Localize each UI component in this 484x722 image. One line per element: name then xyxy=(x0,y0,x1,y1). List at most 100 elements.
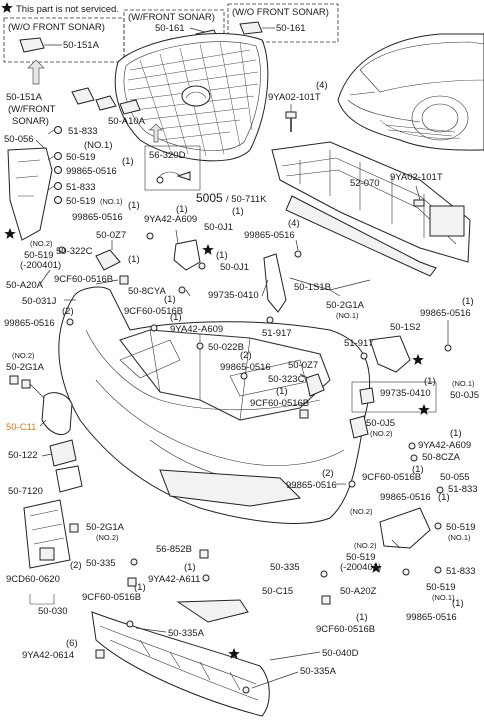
clip xyxy=(69,523,79,533)
label-50-A10A: 50-A10A xyxy=(108,116,146,127)
label-50-8CYA: 50-8CYA xyxy=(128,286,167,297)
label-qty-1: (1) xyxy=(134,582,146,593)
clip xyxy=(178,286,186,294)
star-icon xyxy=(412,354,424,365)
box-wo-front-sonar-right: (W/O FRONT SONAR) 50-161 xyxy=(227,3,339,43)
label-50-2G1A: 50-2G1A xyxy=(6,362,45,373)
label-9CF60-0516B: 9CF60-0516B xyxy=(124,306,183,317)
center-bracket xyxy=(173,239,201,271)
bolt xyxy=(285,104,297,132)
bolt xyxy=(150,324,158,332)
label-99735-0410: 99735-0410 xyxy=(380,388,431,399)
label-qty-1: (1) xyxy=(452,598,464,609)
nut xyxy=(54,182,62,190)
label-50-323C: 50-323C xyxy=(268,374,305,385)
label-50-0J5: 50-0J5 xyxy=(450,390,479,401)
bolt xyxy=(119,275,129,285)
fog-bracket xyxy=(49,439,77,467)
label-50-322C: 50-322C xyxy=(56,246,93,257)
fog-lamp xyxy=(55,465,83,493)
label-51-917: 51-917 xyxy=(262,328,292,339)
label-50-519: 50-519 xyxy=(346,552,376,563)
star-icon xyxy=(370,562,382,573)
label-200401: (-200401) xyxy=(340,562,381,573)
nut xyxy=(436,486,444,494)
nut xyxy=(54,126,62,134)
label-no1: (NO.1) xyxy=(448,533,471,542)
label-qty-1: (1) xyxy=(232,206,244,217)
label-99865-0516: 99865-0516 xyxy=(286,480,337,491)
label-50-040D: 50-040D xyxy=(322,648,359,659)
label-qty-1: (1) xyxy=(424,376,436,387)
label-50-022B: 50-022B xyxy=(208,342,244,353)
bolt xyxy=(321,595,331,605)
label-50-C15: 50-C15 xyxy=(262,586,293,597)
label-51-833: 51-833 xyxy=(66,182,96,193)
label-50-055: 50-055 xyxy=(440,472,470,483)
label-qty-1: (1) xyxy=(170,312,182,323)
clip xyxy=(9,375,19,385)
label-qty-1: (1) xyxy=(276,386,288,397)
label-51-833: 51-833 xyxy=(448,484,478,495)
label-9YA42-A609: 9YA42-A609 xyxy=(418,440,471,451)
label-50-122: 50-122 xyxy=(8,450,38,461)
side-bracket xyxy=(369,335,411,373)
box-label: 56-320D xyxy=(149,150,186,161)
bolt xyxy=(408,442,416,450)
clip xyxy=(54,196,62,204)
label-50-030: 50-030 xyxy=(38,606,68,617)
label-50-1S2: 50-1S2 xyxy=(390,322,421,333)
label-w-front: (W/FRONT xyxy=(8,104,56,115)
clip xyxy=(360,352,368,360)
bolt xyxy=(95,649,105,659)
label-qty-2: (2) xyxy=(70,560,82,571)
side-bracket xyxy=(305,373,325,397)
reinforcement xyxy=(271,141,471,277)
label-200401: (-200401) xyxy=(20,260,61,271)
nut xyxy=(434,566,442,574)
leader-lines xyxy=(29,129,401,549)
box-part-label: 50-151A xyxy=(63,40,100,51)
label-9CF60-0516B: 9CF60-0516B xyxy=(250,398,309,409)
label-qty-6: (6) xyxy=(66,638,78,649)
star-icon xyxy=(202,244,214,255)
label-9YA02-101T: 9YA02-101T xyxy=(390,172,443,183)
label-qty-1: (1) xyxy=(164,294,176,305)
label-no2: (NO.2) xyxy=(350,507,373,516)
label-9YA42-A611: 9YA42-A611 xyxy=(148,574,200,585)
label-50-519: 50-519 xyxy=(66,152,96,163)
car-sketch xyxy=(337,33,484,151)
screw xyxy=(240,372,248,380)
side-bracket xyxy=(95,249,121,271)
clip xyxy=(54,152,62,160)
label-50-161: 50-161 xyxy=(155,23,185,34)
label-50-711K: / 50-711K xyxy=(226,194,267,205)
label-no2: (NO.2) xyxy=(96,533,119,542)
label-50-335: 50-335 xyxy=(86,558,116,569)
label-no1: (NO.1) xyxy=(84,140,113,151)
label-99865-0516: 99865-0516 xyxy=(66,166,117,177)
fog-cover xyxy=(41,392,73,435)
label-99865-0516: 99865-0516 xyxy=(420,308,471,319)
label-50-2G1A: 50-2G1A xyxy=(86,522,125,533)
label-qty-1: (1) xyxy=(462,296,474,307)
label-99865-0516: 99865-0516 xyxy=(380,492,431,503)
bolt xyxy=(413,199,425,207)
label-50-1S1B: 50-1S1B xyxy=(294,282,331,293)
label-qty-1: (1) xyxy=(356,612,368,623)
clip xyxy=(434,522,442,530)
label-50-7120: 50-7120 xyxy=(8,486,43,497)
label-9CF60-0516B: 9CF60-0516B xyxy=(316,624,375,635)
grille xyxy=(114,33,269,162)
box-title: (W/FRONT SONAR) xyxy=(128,12,215,23)
right-bracket xyxy=(263,253,287,313)
label-50-0J5: 50-0J5 xyxy=(366,418,395,429)
label-51-833: 51-833 xyxy=(446,566,476,577)
label-no1: (NO.1) xyxy=(100,197,123,206)
screw xyxy=(348,480,356,488)
label-52-070: 52-070 xyxy=(350,178,380,189)
label-50-335A: 50-335A xyxy=(168,628,205,639)
label-qty-1: (1) xyxy=(216,250,228,261)
clip xyxy=(410,454,418,462)
label-qty-1: (1) xyxy=(122,156,134,167)
